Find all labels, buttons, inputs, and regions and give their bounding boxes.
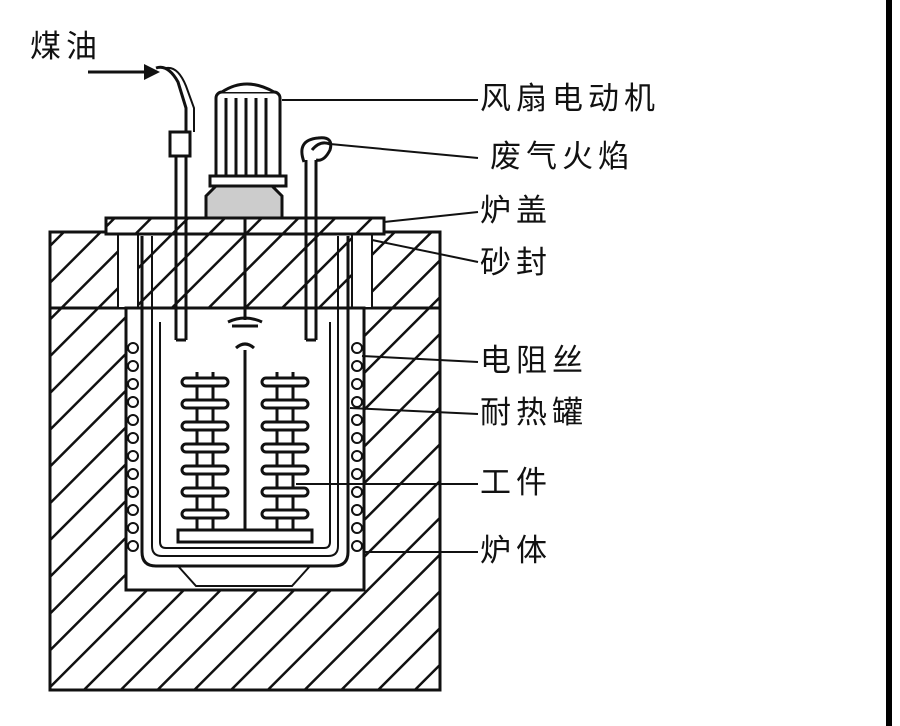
label-workpiece: 工件 bbox=[480, 465, 552, 501]
leader-lines bbox=[282, 99, 479, 553]
fan-shaft bbox=[227, 218, 263, 328]
label-fan-motor: 风扇电动机 bbox=[480, 81, 660, 117]
label-furnace-body: 炉体 bbox=[480, 533, 552, 569]
label-heat-resistant-tank: 耐热罐 bbox=[480, 395, 588, 431]
label-heating-wire: 电阻丝 bbox=[480, 343, 588, 379]
heat-resistant-tank bbox=[140, 236, 350, 568]
flame-icon bbox=[310, 141, 331, 151]
workpiece bbox=[176, 342, 314, 544]
kerosene-arrow bbox=[88, 64, 160, 80]
label-sand-seal: 砂封 bbox=[480, 245, 552, 281]
label-furnace-cover: 炉盖 bbox=[480, 193, 552, 229]
heating-wire bbox=[127, 342, 139, 552]
kerosene-pipe bbox=[155, 65, 195, 342]
page-border bbox=[886, 0, 892, 726]
fan-motor bbox=[204, 82, 288, 220]
exhaust-pipe bbox=[300, 136, 333, 342]
sand-seal bbox=[117, 231, 139, 309]
label-kerosene: 煤油 bbox=[30, 29, 102, 65]
label-exhaust-flame: 废气火焰 bbox=[490, 139, 634, 175]
